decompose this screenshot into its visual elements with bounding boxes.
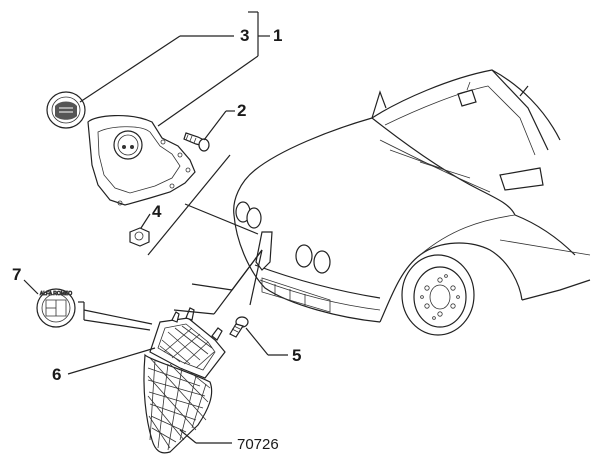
callout-3: 3 xyxy=(240,26,249,45)
callout-5: 5 xyxy=(292,346,301,365)
alfa-romeo-badge[interactable]: ALFA ROMEO xyxy=(36,288,76,328)
grille-insert[interactable] xyxy=(149,307,226,379)
callout-4: 4 xyxy=(152,202,162,221)
callout-1: 1 xyxy=(273,26,282,45)
car-illustration xyxy=(233,69,591,336)
callout-6: 6 xyxy=(52,365,61,384)
grille-frame[interactable] xyxy=(87,114,196,206)
emblem-badge[interactable] xyxy=(46,91,86,129)
screw[interactable] xyxy=(183,132,210,152)
drawing-reference-number: 70726 xyxy=(237,436,279,453)
bolt[interactable] xyxy=(229,316,249,338)
nut[interactable] xyxy=(129,227,150,247)
callout-7: 7 xyxy=(12,265,21,284)
mesh-panel[interactable] xyxy=(143,353,213,454)
callout-2: 2 xyxy=(237,101,246,120)
leader-lines xyxy=(23,11,288,444)
badge-lettering: ALFA ROMEO xyxy=(40,291,72,297)
